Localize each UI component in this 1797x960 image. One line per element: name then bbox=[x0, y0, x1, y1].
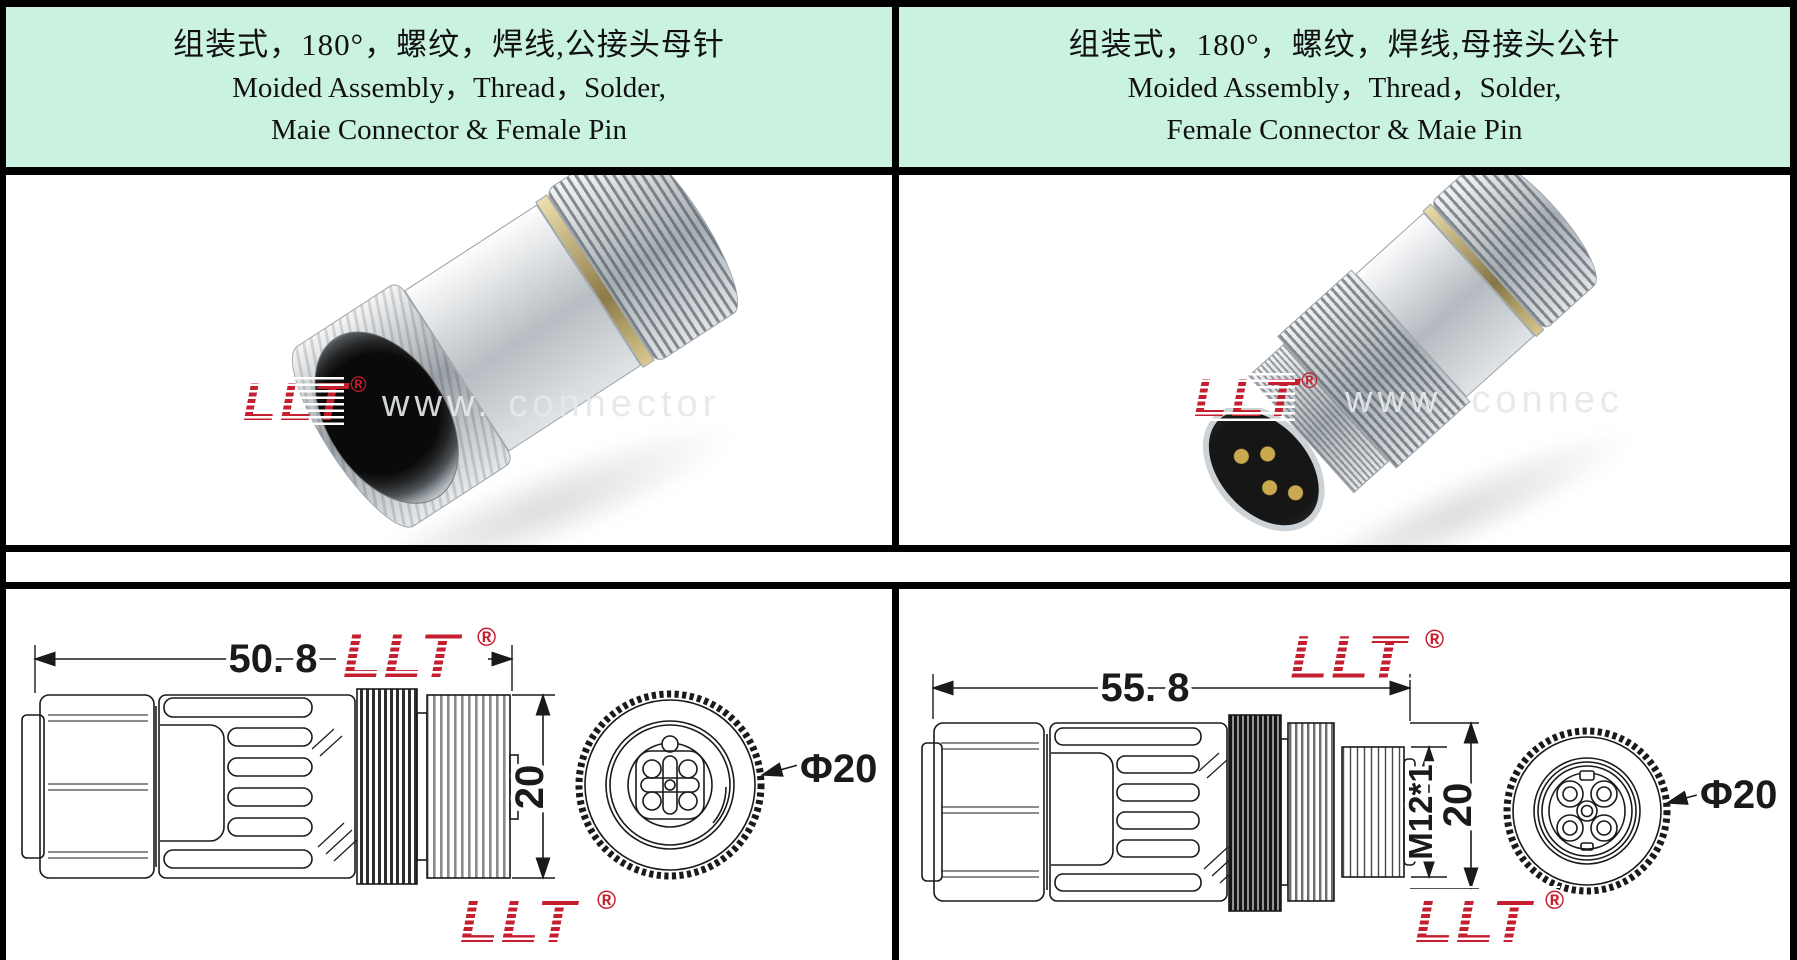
side-view-female bbox=[21, 688, 519, 885]
logo-stripes bbox=[453, 886, 605, 946]
registered-mark: ® bbox=[597, 885, 616, 915]
watermark-text: www. connec bbox=[1345, 379, 1624, 421]
llt-logo: LLT ® bbox=[453, 885, 616, 956]
front-view-male bbox=[1503, 727, 1671, 895]
registered-mark: ® bbox=[477, 622, 496, 652]
dimension-length: 50. 8 bbox=[33, 633, 514, 693]
llt-logo: LLT® bbox=[1187, 367, 1318, 429]
column-divider-upper bbox=[892, 0, 899, 552]
registered-mark: ® bbox=[1545, 885, 1564, 915]
dimension-outer-diameter: 20 bbox=[504, 693, 557, 880]
registered-mark: ® bbox=[1425, 624, 1444, 654]
photo-cell-right: LLT® www. connec bbox=[899, 175, 1790, 545]
thread-value: M12*1 bbox=[1402, 764, 1439, 859]
dimension-length: 55. 8 bbox=[931, 662, 1412, 721]
front-view-female bbox=[575, 690, 765, 880]
dimension-outer-diameter: 20 bbox=[1410, 721, 1485, 890]
left-subtitle-en2: Maie Connector & Female Pin bbox=[271, 114, 627, 146]
logo-stripes bbox=[1408, 886, 1560, 946]
right-subtitle-en: Moided Assembly，Thread，Solder, bbox=[1127, 72, 1562, 104]
front-diameter-value: Φ20 bbox=[1700, 773, 1777, 817]
llt-logo: LLT® bbox=[236, 371, 367, 433]
photo-cell-left: LLT® www. connector bbox=[6, 175, 892, 545]
side-view-male bbox=[921, 714, 1416, 912]
technical-drawing-left: 50. 8 20 Φ20 LLT bbox=[21, 621, 882, 956]
outer-diameter-value: 20 bbox=[508, 765, 552, 810]
technical-drawing-right: 55. 8 M12*1 20 bbox=[921, 623, 1782, 956]
logo-stripes bbox=[336, 621, 488, 681]
column-divider-lower bbox=[892, 582, 899, 960]
llt-logo: LLT ® bbox=[336, 621, 496, 691]
left-title-zh: 组装式，180°，螺纹，焊线,公接头母针 bbox=[173, 27, 725, 62]
border-right bbox=[1790, 0, 1797, 960]
outer-diameter-value: 20 bbox=[1436, 783, 1480, 828]
front-diameter-value: Φ20 bbox=[800, 747, 877, 791]
registered-mark: ® bbox=[1300, 368, 1318, 393]
logo-stripes bbox=[1283, 623, 1435, 683]
dimension-front-diameter: Φ20 bbox=[760, 743, 882, 796]
dimension-front-diameter: Φ20 bbox=[1665, 769, 1782, 822]
registered-mark: ® bbox=[349, 372, 367, 397]
header-left-cell: 组装式，180°，螺纹，焊线,公接头母针 Moided Assembly，Thr… bbox=[6, 7, 892, 167]
left-subtitle-en: Moided Assembly，Thread，Solder, bbox=[232, 72, 666, 104]
llt-logo: LLT ® bbox=[1408, 885, 1564, 956]
llt-logo-text: LLT bbox=[1194, 368, 1301, 428]
length-value: 55. 8 bbox=[1101, 666, 1190, 710]
watermark-text: www. connector bbox=[382, 383, 721, 425]
right-subtitle-en2: Female Connector & Maie Pin bbox=[1166, 114, 1523, 146]
right-title-zh: 组装式，180°，螺纹，焊线,母接头公针 bbox=[1068, 27, 1621, 62]
length-value: 50. 8 bbox=[229, 637, 318, 681]
border-left bbox=[0, 0, 6, 960]
llt-logo: LLT ® bbox=[1283, 623, 1444, 693]
dimension-thread: M12*1 bbox=[1398, 745, 1447, 879]
header-right-cell: 组装式，180°，螺纹，焊线,母接头公针 Moided Assembly，Thr… bbox=[899, 7, 1790, 167]
llt-logo-text: LLT bbox=[243, 372, 350, 432]
